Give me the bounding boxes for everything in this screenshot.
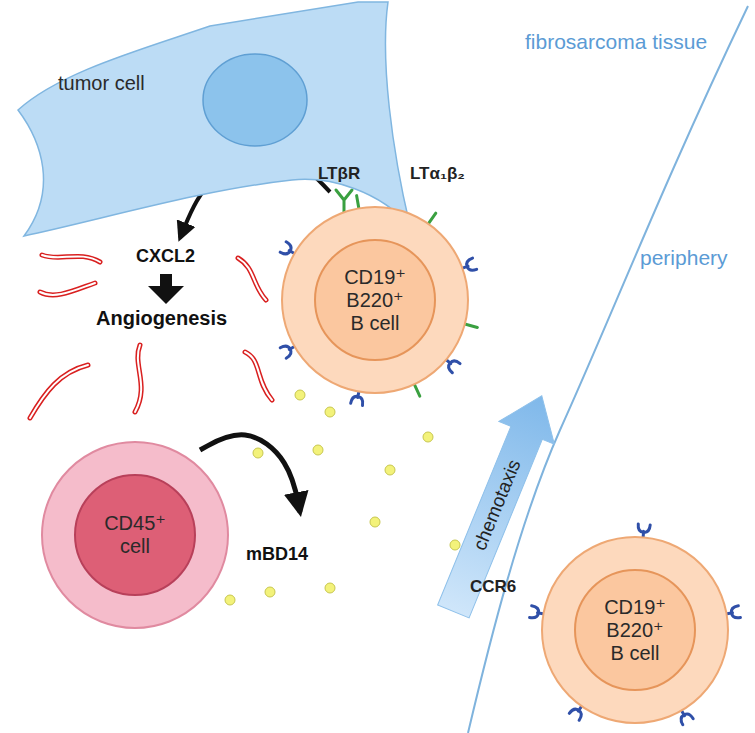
node-text: CD19⁺ B220⁺ B cell	[595, 596, 675, 665]
cell-label: CD19⁺ B220⁺ B cell	[339, 266, 411, 335]
cell-label: tumor cell	[58, 72, 168, 95]
blood-vessel	[135, 345, 141, 412]
blood-vessel	[245, 352, 272, 400]
chemokine-label: CXCL2	[136, 246, 195, 267]
blood-vessel-lumen	[42, 255, 100, 262]
mbd14-dot	[295, 390, 305, 400]
cell-circle: CD19⁺ B220⁺ B cell	[535, 530, 735, 730]
tumor-cell: tumor cell	[0, 0, 415, 240]
block-arrow	[148, 274, 184, 304]
blood-vessel-lumen	[245, 352, 272, 400]
node-text: CD45⁺ cell	[95, 512, 175, 558]
blood-vessel-lumen	[135, 345, 141, 412]
receptor-label: LTβR	[318, 164, 360, 184]
mbd14-dot	[325, 583, 335, 593]
blood-vessel	[42, 255, 100, 262]
tumor-nucleus	[203, 54, 307, 146]
mbd14-dot	[370, 517, 380, 527]
blood-vessel-lumen	[238, 258, 266, 300]
cell-label: CD19⁺ B220⁺ B cell	[599, 596, 671, 665]
cell-label: CD45⁺ cell	[99, 512, 171, 558]
mbd14-dot	[450, 540, 460, 550]
blood-vessel-lumen	[30, 365, 88, 418]
mbd14-dot	[265, 587, 275, 597]
ligand-label: LTα₁β₂	[410, 164, 465, 184]
region-label: fibrosarcoma tissue	[525, 30, 707, 54]
mbd14-dot	[385, 465, 395, 475]
cell-nucleus	[575, 570, 695, 690]
tumor-cell-body	[18, 2, 410, 236]
mbd14-dot	[225, 595, 235, 605]
blood-vessel	[40, 283, 95, 295]
receptor-label: CCR6	[470, 577, 516, 597]
tissue-boundary	[468, 6, 748, 733]
peptide-label: mBD14	[246, 544, 308, 565]
cell-circle: CD45⁺ cell	[35, 435, 235, 635]
cell-nucleus	[315, 240, 435, 360]
cell-membrane	[542, 537, 728, 723]
node-outline	[0, 0, 415, 240]
ltbr-receptor	[336, 190, 352, 212]
blood-vessel-lumen	[40, 283, 95, 295]
mbd14-dot	[253, 448, 263, 458]
cell-nucleus	[75, 475, 195, 595]
process-label: Angiogenesis	[96, 307, 227, 330]
node-text: tumor cell	[58, 72, 168, 95]
region-label: periphery	[640, 246, 728, 270]
mbd14-dot	[423, 432, 433, 442]
cell-circle: CD19⁺ B220⁺ B cell	[275, 200, 475, 400]
blood-vessel	[30, 365, 88, 418]
cell-membrane	[42, 442, 228, 628]
node-text: CD19⁺ B220⁺ B cell	[335, 266, 415, 335]
mbd14-dot	[313, 445, 323, 455]
chemotaxis-arrow	[426, 384, 570, 622]
cell-membrane	[282, 207, 468, 393]
blood-vessel	[238, 258, 266, 300]
mbd14-dot	[325, 407, 335, 417]
